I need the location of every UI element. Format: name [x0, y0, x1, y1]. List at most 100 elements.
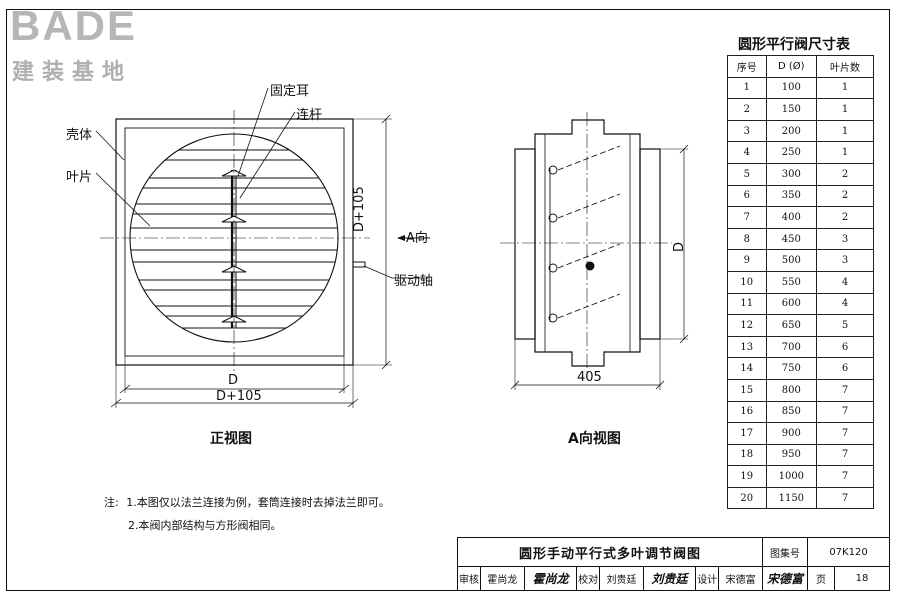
cell-diameter: 450 — [765, 227, 818, 251]
note-item: 2.本阀内部结构与方形阀相同。 — [128, 519, 282, 532]
note-row-2: 2.本阀内部结构与方形阀相同。 — [104, 514, 390, 537]
cell-seq: 4 — [727, 141, 767, 164]
cell-blade-count: 1 — [816, 76, 874, 100]
cell-seq: 11 — [727, 292, 767, 316]
page-label: 页 — [807, 566, 835, 591]
cell-seq: 8 — [727, 227, 767, 251]
cell-blade-count: 1 — [816, 119, 874, 143]
cell-diameter: 850 — [765, 400, 818, 424]
dim-side-height: D — [672, 241, 687, 252]
review-label: 审核 — [457, 566, 481, 591]
cell-seq: 16 — [727, 400, 767, 424]
cell-diameter: 300 — [765, 162, 818, 186]
cell-diameter: 100 — [765, 76, 818, 100]
drawing-title: 圆形手动平行式多叶调节阀图 — [457, 537, 763, 567]
cell-diameter: 1000 — [765, 465, 818, 488]
cell-blade-count: 1 — [816, 141, 874, 164]
notes: 注: 1.本图仅以法兰连接为例，套筒连接时去掉法兰即可。 2.本阀内部结构与方形… — [104, 491, 390, 537]
cell-diameter: 550 — [765, 270, 818, 294]
dim-inner-width: D — [228, 373, 239, 388]
cell-blade-count: 7 — [816, 400, 874, 424]
cell-seq: 12 — [727, 314, 767, 337]
cell-seq: 18 — [727, 443, 767, 467]
cell-blade-count: 2 — [816, 162, 874, 186]
notes-prefix: 注: — [104, 496, 119, 509]
cell-blade-count: 1 — [816, 98, 874, 121]
shell-label: 壳体 — [66, 128, 93, 143]
design-label: 设计 — [695, 566, 720, 591]
header-diameter: D (Ø) — [765, 55, 818, 78]
cell-seq: 5 — [727, 162, 767, 186]
cell-seq: 9 — [727, 249, 767, 272]
cell-blade-count: 3 — [816, 249, 874, 272]
cell-blade-count: 2 — [816, 184, 874, 208]
cell-diameter: 200 — [765, 119, 818, 143]
fixed-ear-label: 固定耳 — [270, 84, 310, 99]
cell-diameter: 1150 — [765, 486, 818, 510]
cell-blade-count: 6 — [816, 335, 874, 359]
cell-diameter: 650 — [765, 314, 818, 337]
designer-signature: 宋德富 — [762, 566, 808, 591]
cell-blade-count: 4 — [816, 292, 874, 316]
checker-name: 刘贵廷 — [599, 566, 644, 591]
note-row-1: 注: 1.本图仅以法兰连接为例，套筒连接时去掉法兰即可。 — [104, 491, 390, 514]
cell-diameter: 350 — [765, 184, 818, 208]
cell-diameter: 500 — [765, 249, 818, 272]
cell-diameter: 950 — [765, 443, 818, 467]
cell-blade-count: 4 — [816, 270, 874, 294]
front-view-caption: 正视图 — [210, 431, 252, 447]
cell-blade-count: 3 — [816, 227, 874, 251]
drawing-frame — [6, 9, 890, 591]
linkage-label: 连杆 — [296, 108, 323, 123]
dim-outer-height: D+105 — [352, 186, 367, 232]
table-header-row: 序号 D (Ø) 叶片数 — [727, 55, 874, 78]
cell-blade-count: 7 — [816, 465, 874, 488]
cell-blade-count: 2 — [816, 206, 874, 229]
cell-seq: 1 — [727, 76, 767, 100]
watermark-logo: BADE 建装基地 — [10, 2, 170, 86]
check-label: 校对 — [576, 566, 601, 591]
cell-seq: 13 — [727, 335, 767, 359]
blade-label: 叶片 — [66, 170, 93, 185]
cell-seq: 17 — [727, 422, 767, 445]
cell-seq: 2 — [727, 98, 767, 121]
shell-outer — [115, 118, 354, 366]
dim-outer-width: D+105 — [216, 389, 262, 404]
cell-seq: 10 — [727, 270, 767, 294]
cell-seq: 20 — [727, 486, 767, 510]
dim-side-length: 405 — [577, 370, 602, 385]
header-blade-count: 叶片数 — [816, 55, 874, 78]
atlas-label: 图集号 — [762, 537, 808, 567]
cell-blade-count: 6 — [816, 357, 874, 380]
drive-shaft-label: 驱动轴 — [394, 274, 434, 289]
blades — [130, 149, 338, 329]
cell-seq: 6 — [727, 184, 767, 208]
cell-blade-count: 7 — [816, 443, 874, 467]
cell-diameter: 250 — [765, 141, 818, 164]
logo-brand: BADE — [10, 2, 138, 49]
checker-signature: 刘贵廷 — [642, 566, 697, 591]
cell-diameter: 900 — [765, 422, 818, 445]
cell-diameter: 400 — [765, 206, 818, 229]
direction-a-label: A向 — [406, 231, 428, 246]
side-view-drawing — [500, 112, 689, 390]
designer-name: 宋德富 — [718, 566, 763, 591]
